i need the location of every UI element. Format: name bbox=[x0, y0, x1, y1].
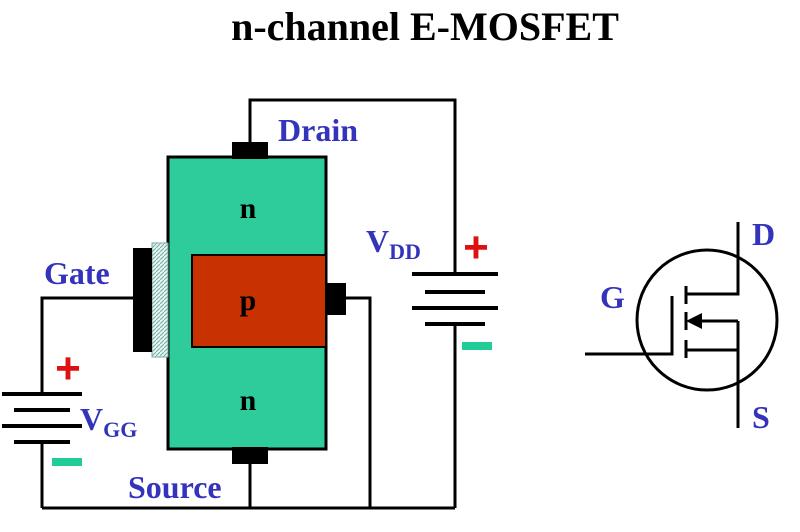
vgg-minus-sign bbox=[52, 458, 82, 466]
p-region bbox=[191, 254, 327, 348]
vdd-label-sub: DD bbox=[389, 239, 421, 264]
mosfet-symbol bbox=[585, 222, 779, 428]
symbol-source-label: S bbox=[752, 399, 770, 435]
vgg-battery bbox=[2, 392, 82, 466]
vgg-plus-sign: + bbox=[55, 344, 81, 393]
drain-contact bbox=[232, 142, 268, 159]
mosfet-structure: n p n bbox=[133, 142, 346, 464]
vdd-minus-sign bbox=[462, 342, 492, 350]
symbol-arrow-icon bbox=[686, 313, 702, 329]
diagram-title: n-channel E-MOSFET bbox=[231, 4, 619, 49]
drain-label: Drain bbox=[278, 112, 358, 148]
vgg-label-main: V bbox=[80, 401, 103, 437]
vgg-label: VGG bbox=[80, 401, 137, 442]
region-label-bottom: n bbox=[240, 384, 257, 417]
vdd-label-main: V bbox=[366, 223, 389, 259]
source-contact bbox=[232, 447, 268, 464]
source-label: Source bbox=[128, 469, 222, 505]
region-label-top: n bbox=[240, 192, 257, 225]
region-label-middle: p bbox=[240, 284, 257, 317]
symbol-gate-label: G bbox=[600, 279, 625, 315]
symbol-gate-lead bbox=[585, 296, 674, 356]
vdd-label: VDD bbox=[366, 223, 421, 264]
symbol-circle bbox=[635, 248, 779, 392]
vdd-plus-sign: + bbox=[463, 223, 489, 272]
gate-label: Gate bbox=[44, 255, 110, 291]
symbol-drain-lead bbox=[686, 222, 740, 296]
vdd-battery bbox=[412, 272, 498, 350]
symbol-drain-label: D bbox=[752, 216, 775, 252]
gate-oxide bbox=[151, 242, 169, 358]
body-contact bbox=[326, 283, 346, 315]
circuit-wires bbox=[40, 98, 457, 510]
vgg-label-sub: GG bbox=[103, 417, 137, 442]
gate-contact bbox=[133, 248, 152, 352]
